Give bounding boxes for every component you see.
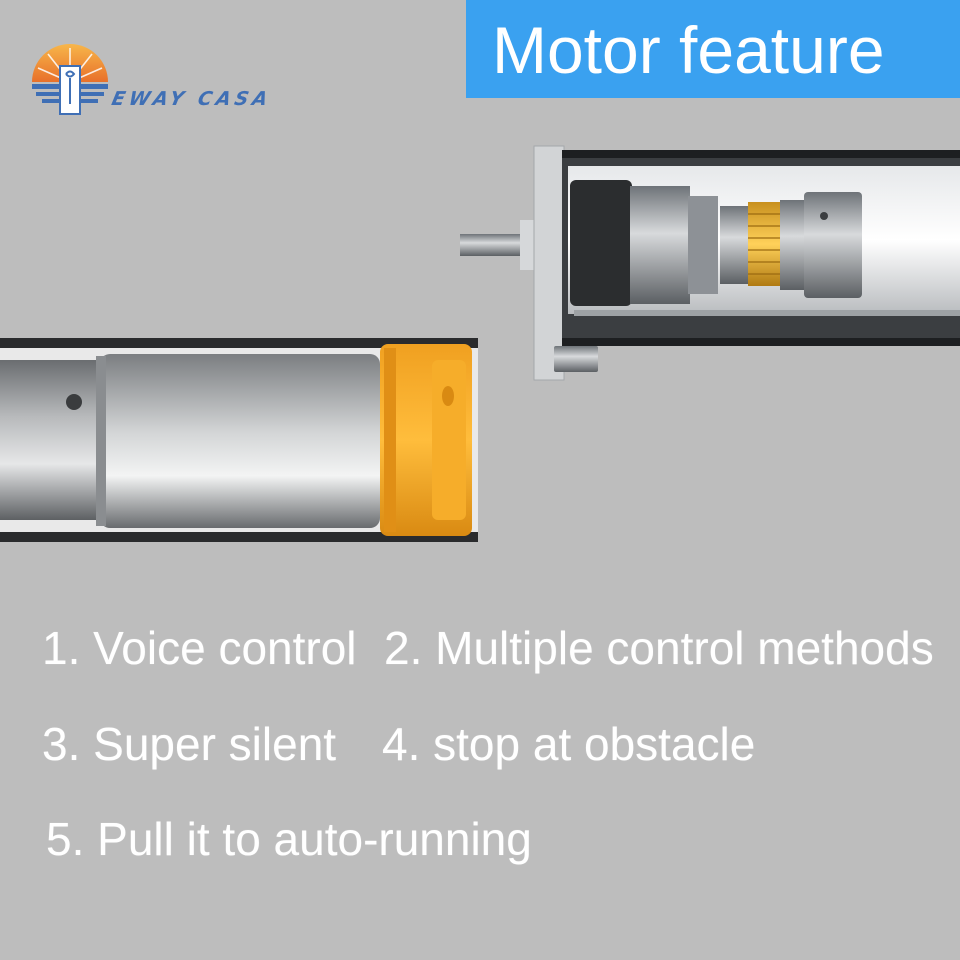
feature-item: 4. stop at obstacle (382, 718, 756, 770)
motor-internal-cutaway-image (460, 145, 960, 381)
title-banner: Motor feature (466, 0, 960, 98)
feature-item: 1. Voice control (42, 622, 357, 674)
page-title: Motor feature (492, 13, 885, 87)
feature-item: 3. Super silent (42, 718, 337, 770)
brand-name: EWAY CASA (109, 88, 274, 110)
brand-logo: EWAY CASA (26, 38, 326, 128)
feature-item: 5. Pull it to auto-running (46, 813, 532, 865)
sunrise-house-logo-icon (32, 44, 108, 115)
tubular-motor-image (0, 338, 478, 542)
feature-item: 2. Multiple control methods (384, 622, 934, 674)
